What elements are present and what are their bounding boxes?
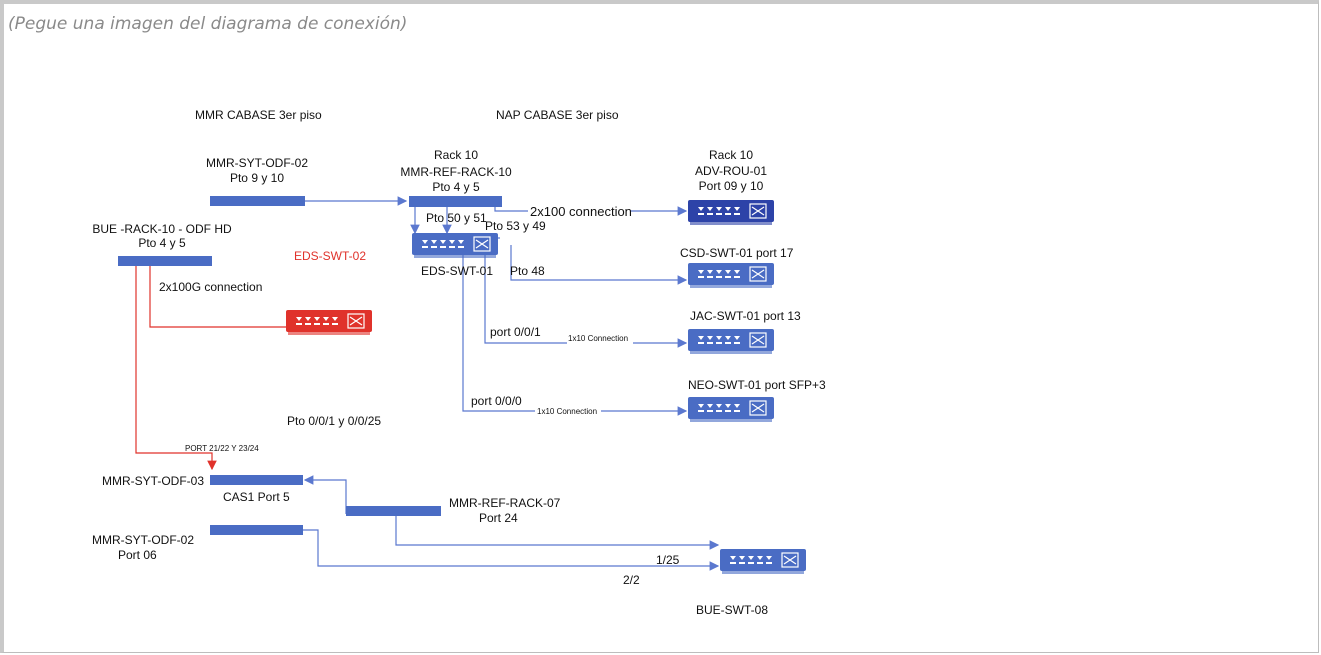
link-odf02b-to-bue-swt [303,529,720,571]
label-port-001: port 0/0/1 [490,325,541,339]
label-eds-swt-02: EDS-SWT-02 [294,249,366,263]
link-rack07-to-odf03 [303,475,347,514]
label-1-25: 1/25 [656,553,680,567]
label-odf02-top-port: Pto 9 y 10 [230,171,284,185]
label-eds-swt-01: EDS-SWT-01 [421,264,493,278]
red-links [135,266,286,471]
switch-bue-swt-08 [719,548,807,575]
label-2x100g-connection: 2x100G connection [159,280,262,294]
link-bue-rack-to-eds02 [149,266,286,328]
blue-links [303,196,720,571]
odf-mmr-ref-rack-10 [409,196,502,207]
odf-mmr-ref-rack-07 [346,506,441,516]
label-adv-rack: Rack 10 [709,148,753,162]
label-1x10-connection-a: 1x10 Connection [568,334,628,343]
switch-jac-swt-01 [687,328,775,355]
label-rack07-name: MMR-REF-RACK-07 [449,496,561,510]
label-jac-swt: JAC-SWT-01 port 13 [690,309,801,323]
label-port-21-24: PORT 21/22 Y 23/24 [185,444,259,453]
label-rack10-port: Pto 4 y 5 [432,180,480,194]
label-rack10-name: MMR-REF-RACK-10 [400,165,512,179]
section-mmr-label: MMR CABASE 3er piso [195,108,322,122]
label-adv-port: Port 09 y 10 [699,179,764,193]
label-bue-rack-name: BUE -RACK-10 - ODF HD [92,222,232,236]
label-odf03-name: MMR-SYT-ODF-03 [102,474,204,488]
odf-mmr-syt-odf-02-bottom [210,525,303,535]
odf-bue-rack-10 [118,256,212,266]
label-1x10-connection-b: 1x10 Connection [537,407,597,416]
odf-mmr-syt-odf-02-top [210,196,305,206]
switch-csd-swt-01 [687,262,775,289]
label-odf02-bottom-name: MMR-SYT-ODF-02 [92,533,194,547]
label-bue-rack-port: Pto 4 y 5 [138,236,186,250]
section-nap-label: NAP CABASE 3er piso [496,108,619,122]
label-port-000: port 0/0/0 [471,394,522,408]
label-pto-48: Pto 48 [510,264,545,278]
switch-eds-swt-02 [285,309,373,336]
odf-mmr-syt-odf-03 [210,475,303,485]
label-bue-swt-08: BUE-SWT-08 [696,603,768,617]
paste-image-caption: (Pegue una imagen del diagrama de conexi… [8,14,408,34]
label-pto-001-0025: Pto 0/0/1 y 0/0/25 [287,414,381,428]
link-bue-rack-to-odf03 [135,266,217,471]
label-cas1-port: CAS1 Port 5 [223,490,290,504]
label-2x100-connection: 2x100 connection [530,204,632,219]
label-rack07-port: Port 24 [479,511,518,525]
switch-neo-swt-01 [687,396,775,423]
link-rack07-to-bue-swt [395,516,720,550]
label-csd-swt: CSD-SWT-01 port 17 [680,246,794,260]
label-2-2: 2/2 [623,573,640,587]
label-odf02-bottom-port: Port 06 [118,548,157,562]
link-eds-to-neo [462,255,688,416]
label-rack10-heading: Rack 10 [434,148,478,162]
label-pto-53-49: Pto 53 y 49 [485,219,546,233]
switch-adv-rou-01 [687,199,775,226]
link-eds-to-csd [510,245,688,285]
label-odf02-top-name: MMR-SYT-ODF-02 [206,156,308,170]
label-neo-swt: NEO-SWT-01 port SFP+3 [688,378,826,392]
label-pto-50-51: Pto 50 y 51 [426,211,487,225]
label-adv-name: ADV-ROU-01 [695,164,767,178]
switch-eds-swt-01 [411,232,499,259]
